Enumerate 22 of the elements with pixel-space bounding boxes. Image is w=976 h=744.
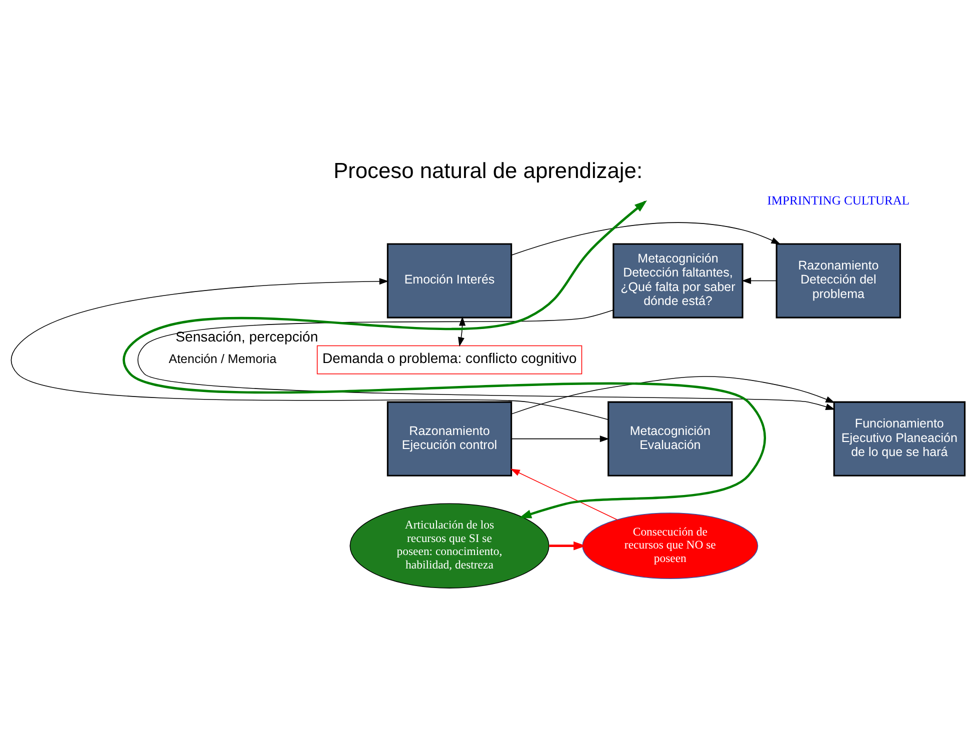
node-box: Razonamiento Ejecución control: [386, 400, 512, 476]
arrow: [510, 468, 618, 520]
arrow: [137, 309, 836, 410]
arrow: [549, 540, 586, 550]
arrow: [742, 276, 777, 284]
label: Atención / Memoria: [168, 351, 276, 366]
node-ellipse: Articulación de los recursos que SI se poseen: conocimiento, habilidad, destreza: [350, 502, 550, 588]
node-ellipse: Consecución de recursos que NO se poseen: [582, 512, 758, 579]
node-label: Sensación, percepción: [176, 328, 318, 344]
arrow: [510, 435, 610, 442]
diagram-title: Proceso natural de aprendizaje:: [333, 157, 643, 182]
node-box: Metacognición Evaluación: [608, 400, 733, 476]
label: IMPRINTING CULTURAL: [767, 193, 910, 208]
node-box: Metacognición Detección faltantes, ¿Qué falta por saber dónde está?: [612, 242, 744, 318]
arrow: [10, 278, 609, 420]
arrow: [458, 316, 466, 346]
node-box: Funcionamiento Ejecutivo Planeación de lo que se hará: [833, 400, 966, 476]
node-box: Demanda o problema: conflicto cognitivo: [316, 344, 582, 374]
arrow: [511, 376, 836, 414]
node-box: Razonamiento Detección del problema: [776, 242, 901, 318]
arrow: [511, 222, 781, 256]
node-box: Emoción Interés: [386, 242, 512, 318]
